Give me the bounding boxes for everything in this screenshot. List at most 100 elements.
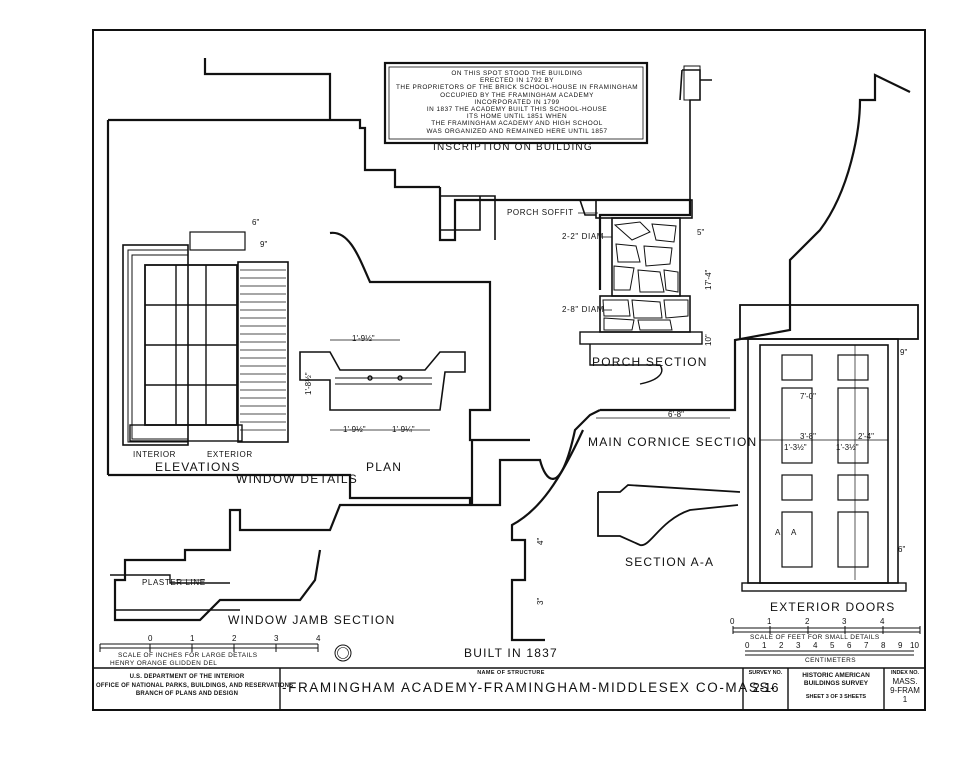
inscription-line: THE FRAMINGHAM ACADEMY AND HIGH SCHOOL [431,120,603,128]
door-section-mark-right: A [791,528,797,537]
feet-scale-tick: 1 [767,617,772,626]
index-caption: INDEX NO. [890,670,920,676]
shutter [237,261,289,443]
agency-block: U.S. DEPARTMENT OF THE INTERIOR OFFICE O… [96,673,294,699]
cm-tick: 0 [745,641,750,650]
inscription-line: THE PROPRIETORS OF THE BRICK SCHOOL-HOUS… [395,84,639,92]
dimension: 3'-8" [800,432,816,441]
dimension: 1'-9¼" [392,425,415,434]
main-cornice-title: MAIN CORNICE SECTION [588,435,758,449]
feet-scale-tick: 0 [730,617,735,626]
inch-scale-tick: 1 [190,634,195,643]
agency-line: OFFICE OF NATIONAL PARKS, BUILDINGS, AND… [96,682,294,689]
diam-top-label: 2-2" DIAM [562,232,605,241]
interior-label: INTERIOR [133,450,177,459]
agency-line: BRANCH OF PLANS AND DESIGN [135,691,239,697]
cm-tick: 8 [881,641,886,650]
index-number: MASS. 9-FRAM 1 [885,677,925,704]
survey-number: 2-16 [752,680,779,695]
door-section-mark-left: A [775,528,781,537]
inscription-line: ITS HOME UNTIL 1851 WHEN [466,113,568,121]
feet-scale-bar [732,626,921,656]
porch-section-title: PORCH SECTION [592,355,708,369]
dimension: 1'-8½" [304,372,313,395]
dimension: 6" [898,545,906,554]
index-line: 9-FRAM [890,686,920,695]
dimension: 7'-0" [800,392,816,401]
structure-name: -FRAMINGHAM ACADEMY-FRAMINGHAM-MIDDLESEX… [282,680,777,695]
feet-scale-caption: SCALE OF FEET FOR SMALL DETAILS [750,634,880,641]
exterior-label: EXTERIOR [207,450,253,459]
dimension: 4" [536,537,545,545]
inscription-line: WAS ORGANIZED AND REMAINED HERE UNTIL 18… [426,127,608,135]
porch-column [611,217,681,297]
cm-tick: 7 [864,641,869,650]
window-jamb-title: WINDOW JAMB SECTION [228,613,396,627]
dimension: 5" [697,228,705,237]
stone-texture [602,221,689,331]
inch-scale-bar [99,643,319,652]
survey-stamp [334,644,352,662]
window-elevation [122,231,246,446]
dimension: 17'-4" [704,269,713,290]
plaster-line-label: PLASTER LINE [142,578,206,587]
cm-tick: 9 [898,641,903,650]
dimension: 2'-4" [858,432,874,441]
built-date-title: BUILT IN 1837 [464,646,558,660]
window-details-title: WINDOW DETAILS [236,472,358,486]
structure-caption: NAME OF STRUCTURE [477,670,545,676]
cm-tick: 10 [910,641,919,650]
dimension: 6" [252,218,260,227]
window-plan [299,339,466,431]
cm-tick: 2 [779,641,784,650]
survey-caption: SURVEY NO. [748,670,783,676]
inscription-plaque [383,61,649,145]
sheet-number: SHEET 3 OF 3 SHEETS [805,694,867,700]
elevations-title: ELEVATIONS [155,460,241,474]
exterior-doors-title: EXTERIOR DOORS [770,600,896,614]
inch-scale-tick: 3 [274,634,279,643]
inscription-line: ON THIS SPOT STOOD THE BUILDING [451,70,583,77]
dimension: 1'-3½" [836,443,859,452]
cm-tick: 1 [762,641,767,650]
agency-line: U.S. DEPARTMENT OF THE INTERIOR [129,674,245,680]
section-aa-title: SECTION A-A [625,555,715,569]
inscription-line: ERECTED IN 1792 BY [480,77,554,85]
dimension: 9" [260,240,268,249]
dimension: 10" [704,334,713,346]
inscription-text: ON THIS SPOT STOOD THE BUILDING ERECTED … [393,70,641,135]
habs-line: BUILDINGS SURVEY [803,680,869,687]
inscription-line: IN 1837 THE ACADEMY BUILT THIS SCHOOL-HO… [426,106,608,114]
dimension: 9" [900,348,908,357]
cm-tick: 4 [813,641,818,650]
cm-caption: CENTIMETERS [805,657,856,664]
cm-tick: 5 [830,641,835,650]
inscription-caption: INSCRIPTION ON BUILDING [433,142,593,153]
cm-tick: 6 [847,641,852,650]
inch-scale-caption: SCALE OF INCHES FOR LARGE DETAILS [118,652,258,659]
feet-scale-tick: 3 [842,617,847,626]
sheet-border [92,29,926,711]
inch-scale-tick: 0 [148,634,153,643]
inscription-line: OCCUPIED BY THE FRAMINGHAM ACADEMY [440,91,594,99]
section-aa-profile [597,484,741,546]
habs-line: HISTORIC AMERICAN [802,672,870,679]
plan-title: PLAN [366,460,403,474]
dimension: 6'-8" [668,410,684,419]
porch-soffit-label: PORCH SOFFIT [507,208,574,217]
cm-tick: 3 [796,641,801,650]
door-elevation [739,304,919,592]
diam-bottom-label: 2-8" DIAM [562,305,605,314]
dimension: 1'-9½" [352,334,375,343]
feet-scale-tick: 4 [880,617,885,626]
dimension: 1'-3½" [784,443,807,452]
dimension: 1'-9½" [343,425,366,434]
dimension: 3" [536,597,545,605]
index-line: 1 [902,695,908,704]
delineator-credit: HENRY ORANGE GLIDDEN DEL [110,660,218,667]
inch-scale-tick: 2 [232,634,237,643]
habs-block: HISTORIC AMERICAN BUILDINGS SURVEY [789,672,883,688]
inscription-line: INCORPORATED IN 1799 [474,98,560,106]
feet-scale-tick: 2 [805,617,810,626]
